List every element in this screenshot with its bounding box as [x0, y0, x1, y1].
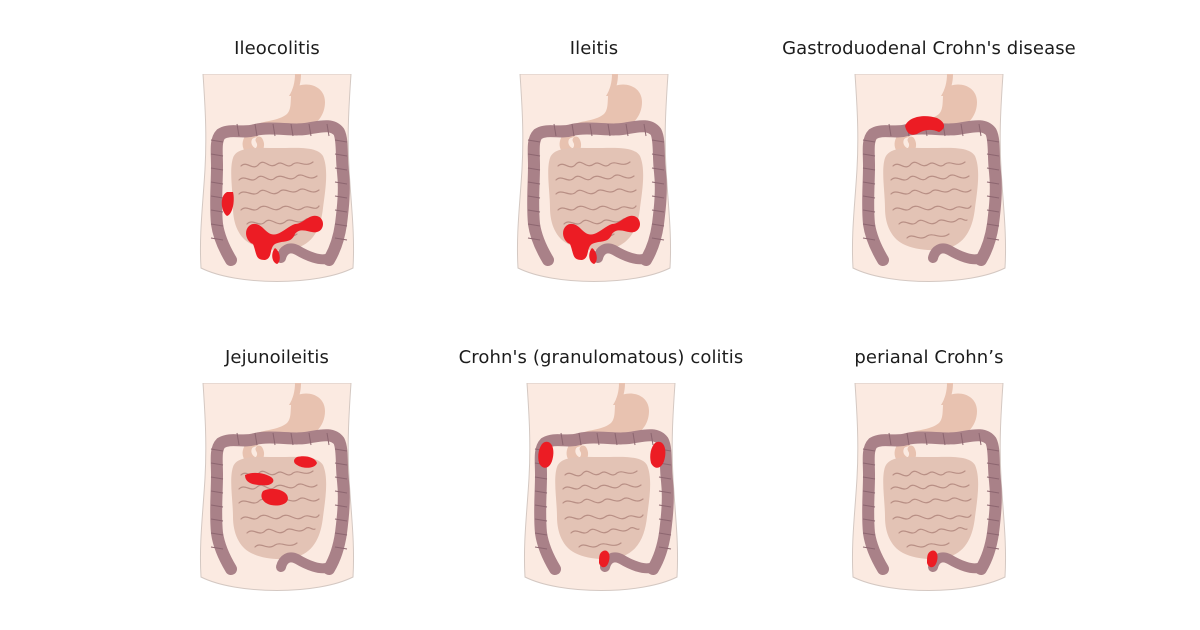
panel-title: Ileocolitis	[112, 38, 442, 59]
abdomen-svg	[197, 74, 357, 286]
abdomen-illustration	[197, 74, 357, 286]
panel-ileitis: Ileitis	[429, 0, 759, 300]
panel-jejunoileitis: Jejunoileitis	[112, 309, 442, 609]
panel-title: Ileitis	[429, 38, 759, 59]
panel-title: Crohn's (granulomatous) colitis	[436, 347, 766, 368]
abdomen-illustration	[849, 74, 1009, 286]
panel-crohns-colitis: Crohn's (granulomatous) colitis	[436, 309, 766, 609]
abdomen-svg	[849, 74, 1009, 286]
abdomen-illustration	[514, 74, 674, 286]
abdomen-svg	[849, 383, 1009, 595]
panel-title: perianal Crohn’s	[764, 347, 1094, 368]
abdomen-svg	[514, 74, 674, 286]
panel-title: Gastroduodenal Crohn's disease	[764, 38, 1094, 59]
panel-ileocolitis: Ileocolitis	[112, 0, 442, 300]
abdomen-illustration	[197, 383, 357, 595]
panel-perianal-crohns: perianal Crohn’s	[764, 309, 1094, 609]
panel-gastroduodenal-crohns: Gastroduodenal Crohn's disease	[764, 0, 1094, 300]
panel-title: Jejunoileitis	[112, 347, 442, 368]
abdomen-svg	[521, 383, 681, 595]
abdomen-illustration	[521, 383, 681, 595]
abdomen-svg	[197, 383, 357, 595]
abdomen-illustration	[849, 383, 1009, 595]
